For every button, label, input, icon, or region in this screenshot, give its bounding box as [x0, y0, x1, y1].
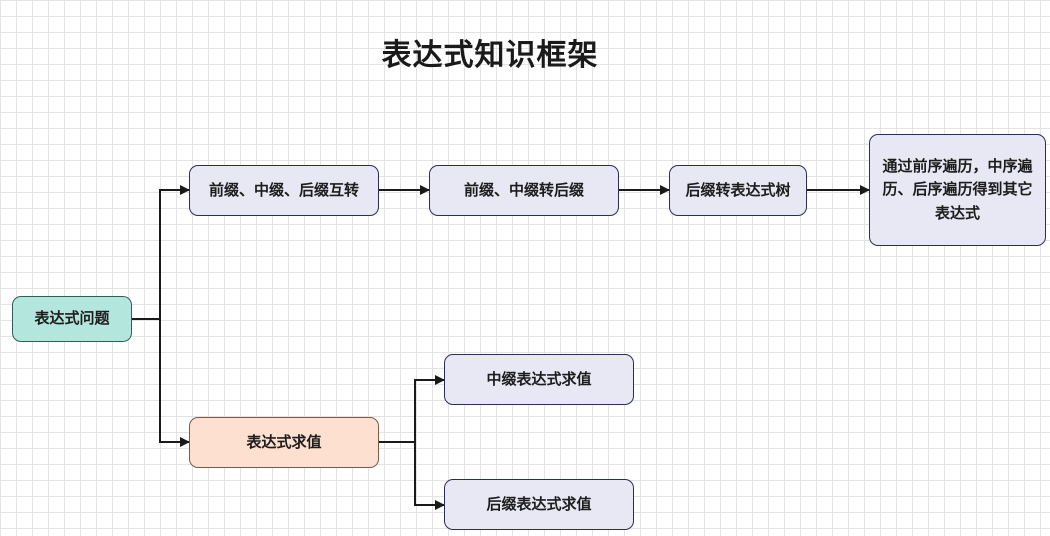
node-prefix-infix-postfix-conversion[interactable]: 前缀、中缀、后缀互转	[189, 165, 379, 216]
node-prefix-infix-to-postfix[interactable]: 前缀、中缀转后缀	[429, 165, 619, 216]
connector-root-to-evaluate	[159, 319, 190, 447]
connector-root-to-convert	[159, 185, 190, 319]
node-traversal-to-other-expressions[interactable]: 通过前序遍历，中序遍历、后序遍历得到其它表达式	[869, 134, 1046, 246]
page-title: 表达式知识框架	[381, 38, 599, 73]
node-expression-evaluation[interactable]: 表达式求值	[189, 417, 379, 468]
node-infix-evaluation[interactable]: 中缀表达式求值	[444, 354, 634, 405]
node-expression-problem[interactable]: 表达式问题	[12, 296, 132, 342]
node-postfix-to-expression-tree[interactable]: 后缀转表达式树	[669, 165, 807, 216]
node-postfix-evaluation[interactable]: 后缀表达式求值	[444, 479, 634, 530]
connector-evaluate-to-postfix	[414, 442, 445, 510]
connector-evaluate-to-infix	[414, 375, 445, 442]
